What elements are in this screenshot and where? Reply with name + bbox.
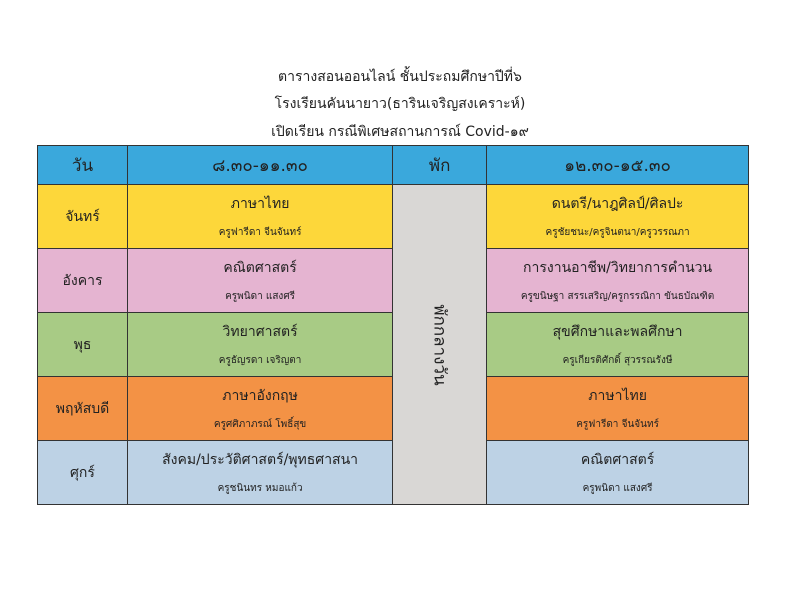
teacher: ครูฟารีดา จีนจันทร์ [576,419,659,430]
pm-cell: ดนตรี/นาฎศิลป์/ศิลปะครูชัยชนะ/ครูจินตนา/… [486,184,749,249]
subject: ดนตรี/นาฎศิลป์/ศิลปะ [551,196,684,212]
day-cell: จันทร์ [37,184,128,249]
pm-cell: การงานอาชีพ/วิทยาการคำนวนครูขนิษฐา สรรเส… [486,248,749,313]
day-cell: อังคาร [37,248,128,313]
subject: สุขศึกษาและพลศึกษา [552,324,683,340]
teacher: ครูธัญรดา เจริญตา [218,355,302,366]
day-cell: พฤหัสบดี [37,376,128,441]
teacher: ครูพนิดา แสงศรี [225,291,296,302]
title-line-3: เปิดเรียน กรณีพิเศษสถานการณ์ Covid-๑๙ [271,124,529,140]
lunch-break-cell: พักกลางวัน [392,184,488,505]
day-cell: พุธ [37,312,128,377]
teacher: ครูขนิษฐา สรรเสริญ/ครูกรรณิกา ขันธบัณฑิต [520,291,715,302]
pm-cell: ภาษาไทยครูฟารีดา จีนจันทร์ [486,376,749,441]
teacher: ครูฟารีดา จีนจันทร์ [218,227,302,238]
pm-cell: สุขศึกษาและพลศึกษาครูเกียรติศักดิ์ สุวรร… [486,312,749,377]
subject: ภาษาไทย [230,196,290,212]
teacher: ครูชนินทร หมอแก้ว [217,483,303,494]
pm-cell: คณิตศาสตร์ครูพนิดา แสงศรี [486,440,749,505]
timetable: วัน ๘.๓๐-๑๑.๓๐ พัก ๑๒.๓๐-๑๕.๓๐ จันทร์ภาษ… [37,145,749,505]
teacher: ครูศศิภาภรณ์ โพธิ์สุข [213,419,307,430]
am-cell: สังคม/ประวัติศาสตร์/พุทธศาสนาครูชนินทร ห… [126,440,394,505]
teacher: ครูชัยชนะ/ครูจินตนา/ครูวรรณภา [545,227,690,238]
header-afternoon: ๑๒.๓๐-๑๕.๓๐ [486,145,749,185]
day-cell: ศุกร์ [37,440,128,505]
header-day: วัน [37,145,128,185]
am-cell: คณิตศาสตร์ครูพนิดา แสงศรี [126,248,394,313]
title-line-2: โรงเรียนคันนายาว(ธารินเจริญสงเคราะห์) [274,96,526,112]
subject: คณิตศาสตร์ [580,452,655,468]
title-line-1: ตารางสอนออนไลน์ ชั้นประถมศึกษาปีที่๖ [278,69,522,85]
am-cell: ภาษาไทยครูฟารีดา จีนจันทร์ [126,184,394,249]
subject: คณิตศาสตร์ [223,260,297,276]
table-row: จันทร์ภาษาไทยครูฟารีดา จีนจันทร์พักกลางว… [37,184,749,505]
lunch-break-label: พักกลางวัน [429,303,450,386]
teacher: ครูพนิดา แสงศรี [582,483,653,494]
subject: ภาษาไทย [588,388,647,404]
teacher: ครูเกียรติศักดิ์ สุวรรณรังษี [562,355,673,366]
header-row: วัน ๘.๓๐-๑๑.๓๐ พัก ๑๒.๓๐-๑๕.๓๐ [37,145,749,185]
header-break: พัก [392,145,488,185]
am-cell: ภาษาอังกฤษครูศศิภาภรณ์ โพธิ์สุข [126,376,394,441]
subject: การงานอาชีพ/วิทยาการคำนวน [523,260,713,276]
subject: ภาษาอังกฤษ [222,388,298,404]
subject: สังคม/ประวัติศาสตร์/พุทธศาสนา [162,452,359,468]
am-cell: วิทยาศาสตร์ครูธัญรดา เจริญตา [126,312,394,377]
subject: วิทยาศาสตร์ [222,324,298,340]
header-morning: ๘.๓๐-๑๑.๓๐ [126,145,394,185]
